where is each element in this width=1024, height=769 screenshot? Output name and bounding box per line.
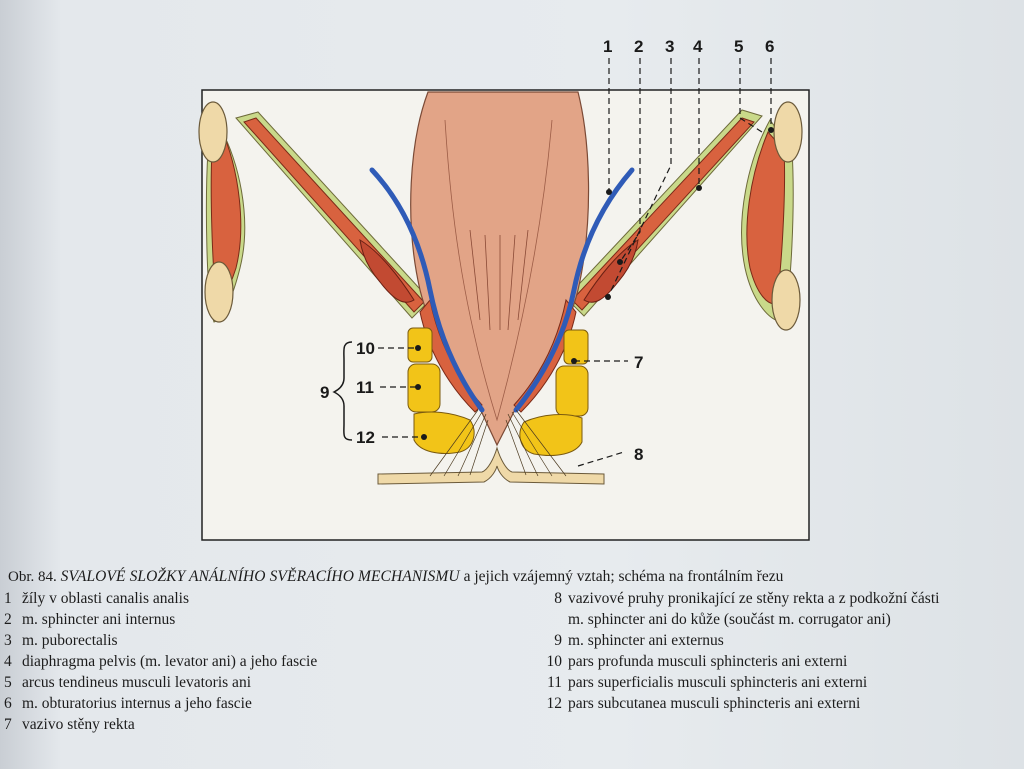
legend-text: pars subcutanea musculi sphincteris ani … bbox=[568, 695, 861, 712]
legend-number: 2 bbox=[4, 611, 12, 628]
legend-number: 12 bbox=[546, 695, 563, 712]
legend-number: 11 bbox=[547, 674, 562, 691]
callout-dots bbox=[415, 127, 774, 440]
legend-item: 11 pars superficialis musculi sphincteris… bbox=[538, 672, 1018, 693]
external-sphincter-left bbox=[407, 327, 475, 454]
caption-title-caps: SVALOVÉ SLOŽKY ANÁLNÍHO SVĚRACÍHO MECHAN… bbox=[60, 568, 460, 585]
legend-text: m. sphincter ani externus bbox=[568, 632, 724, 649]
callout-8: 8 bbox=[634, 445, 643, 464]
callout-4: 4 bbox=[693, 37, 703, 56]
legend-number: 7 bbox=[4, 716, 12, 733]
legend-number: 6 bbox=[4, 695, 12, 712]
legend-text: vazivové pruhy pronikající ze stěny rekt… bbox=[568, 590, 940, 607]
perianal-skin bbox=[377, 446, 605, 485]
legend-number: 4 bbox=[4, 653, 12, 670]
callout-10: 10 bbox=[356, 339, 375, 358]
legend-text: m. obturatorius internus a jeho fascie bbox=[22, 695, 252, 712]
legend-text: diaphragma pelvis (m. levator ani) a jeh… bbox=[22, 653, 318, 670]
legend-item: 6 m. obturatorius internus a jeho fascie bbox=[4, 693, 484, 714]
legend-text: pars superficialis musculi sphincteris a… bbox=[568, 674, 868, 691]
legend-number: 10 bbox=[546, 653, 563, 670]
legend-item: 9 m. sphincter ani externus bbox=[538, 630, 1018, 651]
callout-11: 11 bbox=[356, 378, 374, 397]
callout-12: 12 bbox=[356, 428, 375, 447]
legend-item: 4 diaphragma pelvis (m. levator ani) a je… bbox=[4, 651, 484, 672]
legend-item: 12 pars subcutanea musculi sphincteris an… bbox=[538, 693, 1018, 714]
callout-3: 3 bbox=[665, 37, 674, 56]
caption-lead: Obr. 84. bbox=[8, 569, 57, 585]
callout-1: 1 bbox=[603, 37, 612, 56]
legend-number: 5 bbox=[4, 674, 12, 691]
legend-item: 2 m. sphincter ani internus bbox=[4, 609, 484, 630]
external-sphincter-right bbox=[519, 329, 589, 456]
legend-text: arcus tendineus musculi levatoris ani bbox=[22, 674, 251, 691]
callout-6: 6 bbox=[765, 37, 774, 56]
callout-9: 9 bbox=[320, 383, 329, 402]
legend-item: 3 m. puborectalis bbox=[4, 630, 484, 651]
obturator-internus-right bbox=[741, 101, 803, 331]
legend-item: 5 arcus tendineus musculi levatoris ani bbox=[4, 672, 484, 693]
vein-right bbox=[513, 167, 635, 413]
obturator-internus-left bbox=[198, 101, 246, 323]
figure-caption: Obr. 84. SVALOVÉ SLOŽKY ANÁLNÍHO SVĚRACÍ… bbox=[0, 566, 1024, 766]
legend-text: m. sphincter ani internus bbox=[22, 611, 176, 628]
legend-item: 10 pars profunda musculi sphincteris ani … bbox=[538, 651, 1018, 672]
legend-item: m. sphincter ani do kůže (součást m. cor… bbox=[538, 609, 1018, 630]
legend-number: 8 bbox=[554, 590, 562, 607]
legend-text: žíly v oblasti canalis analis bbox=[22, 590, 190, 607]
callout-7: 7 bbox=[634, 353, 643, 372]
legend-text: pars profunda musculi sphincteris ani ex… bbox=[568, 653, 848, 670]
legend-right: 8 vazivové pruhy pronikající ze stěny rek… bbox=[538, 588, 1018, 714]
legend-item: 1 žíly v oblasti canalis analis bbox=[4, 588, 484, 609]
corrugator-fibres bbox=[429, 409, 567, 477]
anatomy-diagram: 1 2 3 4 5 6 7 8 10 11 12 9 bbox=[198, 37, 810, 541]
legend-left: 1 žíly v oblasti canalis analis 2 m. sphinc… bbox=[4, 588, 484, 735]
rectum bbox=[410, 91, 590, 447]
legend-number: 3 bbox=[4, 632, 12, 649]
legend-text: m. puborectalis bbox=[22, 632, 118, 649]
callout-leaders bbox=[378, 58, 772, 467]
legend-text: m. sphincter ani do kůže (součást m. cor… bbox=[568, 611, 891, 628]
legend-item: 8 vazivové pruhy pronikající ze stěny rek… bbox=[538, 588, 1018, 609]
legend-item: 7 vazivo stěny rekta bbox=[4, 714, 484, 735]
legend-number: 1 bbox=[4, 590, 12, 607]
legend-number: 9 bbox=[554, 632, 562, 649]
callout-2: 2 bbox=[634, 37, 643, 56]
bracket-9 bbox=[332, 341, 353, 441]
vein-left bbox=[369, 167, 485, 413]
caption-title-rest: a jejich vzájemný vztah; schéma na front… bbox=[463, 568, 784, 585]
callout-5: 5 bbox=[734, 37, 743, 56]
legend-text: vazivo stěny rekta bbox=[22, 716, 135, 733]
caption-title: Obr. 84. SVALOVÉ SLOŽKY ANÁLNÍHO SVĚRACÍ… bbox=[8, 566, 783, 588]
